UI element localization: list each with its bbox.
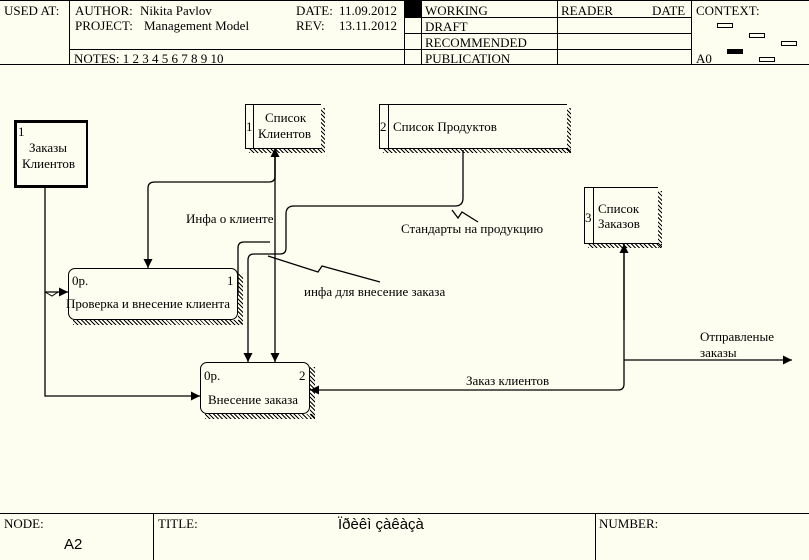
arrow-entry-to-orders bbox=[310, 244, 625, 395]
date-value: 11.09.2012 bbox=[339, 3, 398, 18]
entity-number: 1 bbox=[18, 124, 25, 139]
data-store-client-list[interactable]: 1 Список Клиентов bbox=[245, 104, 325, 153]
store-label-line1: Список bbox=[265, 110, 307, 125]
arrow-products-to-entry bbox=[243, 150, 464, 362]
rev-label: REV: bbox=[296, 18, 325, 33]
process-number: 1 bbox=[227, 273, 234, 288]
reader-label: READER bbox=[561, 3, 613, 18]
store-label-line1: Список bbox=[598, 201, 640, 216]
process-cost: 0р. bbox=[204, 368, 221, 383]
status-recommended: RECOMMENDED bbox=[425, 35, 527, 50]
process-cost: 0р. bbox=[72, 273, 89, 288]
label-client-info: Инфа о клиенте bbox=[186, 211, 274, 226]
store-number: 1 bbox=[246, 119, 253, 134]
diagram-title: Ïðèêì çàêàçà bbox=[338, 516, 424, 533]
arrow-clients-to-check bbox=[143, 148, 276, 268]
arrow-orders-to-check bbox=[44, 188, 68, 297]
date-column-label: DATE bbox=[652, 3, 686, 18]
rev-value: 13.11.2012 bbox=[339, 18, 398, 33]
store-number: 2 bbox=[380, 119, 387, 134]
notes-label: NOTES: 1 2 3 4 5 6 7 8 9 10 bbox=[74, 51, 224, 66]
context-label: CONTEXT: bbox=[696, 3, 760, 18]
store-label: Список Продуктов bbox=[393, 119, 497, 134]
label-product-standards: Стандарты на продукцию bbox=[401, 221, 544, 236]
external-entity-client-orders[interactable]: 1 Заказы Клиентов bbox=[14, 120, 88, 188]
process-number: 2 bbox=[299, 368, 306, 383]
status-draft: DRAFT bbox=[425, 19, 468, 34]
author-label: AUTHOR: bbox=[75, 3, 133, 18]
title-label: TITLE: bbox=[158, 516, 198, 531]
label-sent-orders-2: заказы bbox=[700, 345, 737, 360]
author-value: Nikita Pavlov bbox=[140, 3, 212, 18]
arrow-orders-to-entry bbox=[44, 292, 200, 401]
label-sent-orders-1: Отправленые bbox=[700, 329, 774, 344]
status-working: WORKING bbox=[425, 3, 488, 18]
entity-label-line2: Клиентов bbox=[22, 156, 75, 171]
project-value: Management Model bbox=[144, 18, 250, 33]
status-publication: PUBLICATION bbox=[425, 51, 511, 66]
working-status-mark bbox=[405, 1, 421, 17]
project-label: PROJECT: bbox=[75, 18, 133, 33]
process-check-client[interactable]: 0р. 1 Проверка и внесение клиента bbox=[66, 268, 243, 325]
process-label: Внесение заказа bbox=[208, 392, 299, 407]
label-client-order: Заказ клиентов bbox=[466, 373, 550, 388]
store-number: 3 bbox=[585, 210, 592, 225]
context-node-label: A0 bbox=[696, 51, 712, 66]
process-label: Проверка и внесение клиента bbox=[66, 296, 230, 311]
data-store-order-list[interactable]: 3 Список Заказов bbox=[584, 187, 662, 248]
number-label: NUMBER: bbox=[599, 516, 659, 531]
process-order-entry[interactable]: 0р. 2 Внесение заказа bbox=[200, 362, 315, 419]
node-label: NODE: bbox=[4, 516, 44, 531]
node-value: A2 bbox=[64, 536, 83, 553]
data-store-product-list[interactable]: 2 Список Продуктов bbox=[379, 104, 571, 153]
store-label-line2: Заказов bbox=[598, 216, 640, 231]
store-label-line2: Клиентов bbox=[258, 126, 311, 141]
used-at-label: USED AT: bbox=[4, 3, 60, 18]
entity-label-line1: Заказы bbox=[29, 140, 68, 155]
date-label: DATE: bbox=[296, 3, 333, 18]
label-order-info: инфа для внесение заказа bbox=[304, 284, 446, 299]
